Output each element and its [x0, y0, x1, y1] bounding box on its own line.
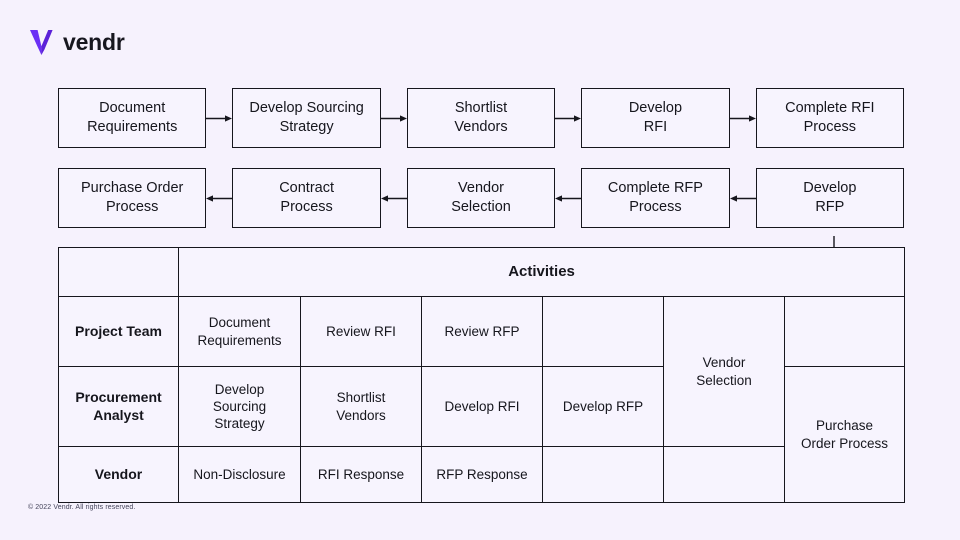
matrix-cell-vendor-2: RFI Response: [300, 446, 422, 503]
arrow-left-icon: [206, 194, 233, 202]
flow-connector-2: [380, 88, 407, 148]
arrow-right-icon: [380, 114, 407, 122]
matrix-activities-header: Activities: [177, 247, 906, 297]
matrix-corner-cell: [58, 247, 179, 297]
arrow-right-icon: [206, 114, 233, 122]
matrix-cell-project-team-3: Review RFP: [421, 296, 543, 367]
arrow-left-icon: [729, 194, 756, 202]
matrix-cell-project-team-2: Review RFI: [300, 296, 422, 367]
flow-connector-3: [555, 88, 582, 148]
matrix-cell-vendor-3: RFP Response: [421, 446, 543, 503]
footer-copyright: © 2022 Vendr. All rights reserved.: [28, 504, 136, 511]
brand-wordmark: vendr: [63, 28, 125, 55]
matrix-role-project-team: Project Team: [58, 296, 179, 367]
matrix-cell-project-team-6: [783, 296, 906, 367]
flow-connector-1: [206, 88, 233, 148]
flow-connector-8: [729, 168, 756, 228]
matrix-cell-project-team-4: [542, 296, 664, 367]
flow-connector-7: [555, 168, 582, 228]
arrow-left-icon: [380, 194, 407, 202]
matrix-cell-vendor-1: Non-Disclosure: [178, 446, 301, 503]
matrix-cell-vendor-5: [663, 446, 785, 503]
arrow-right-icon: [729, 114, 756, 122]
arrow-right-icon: [555, 114, 582, 122]
flow-connector-6: [380, 168, 407, 228]
matrix-cell-procurement-4: Develop RFP: [542, 366, 664, 447]
flow-connector-5: [206, 168, 233, 228]
table-row: Vendor Non-Disclosure RFI Response RFP R…: [58, 446, 905, 503]
arrow-left-icon: [555, 194, 582, 202]
brand-header: vendr: [28, 26, 125, 58]
vendr-logo-icon: [30, 30, 53, 55]
flow-connector-4: [729, 88, 756, 148]
matrix-cell-vendor-4: [542, 446, 664, 503]
matrix-header-row: Activities: [58, 247, 906, 297]
matrix-role-vendor: Vendor: [58, 446, 179, 503]
matrix-cell-procurement-3: Develop RFI: [421, 366, 543, 447]
